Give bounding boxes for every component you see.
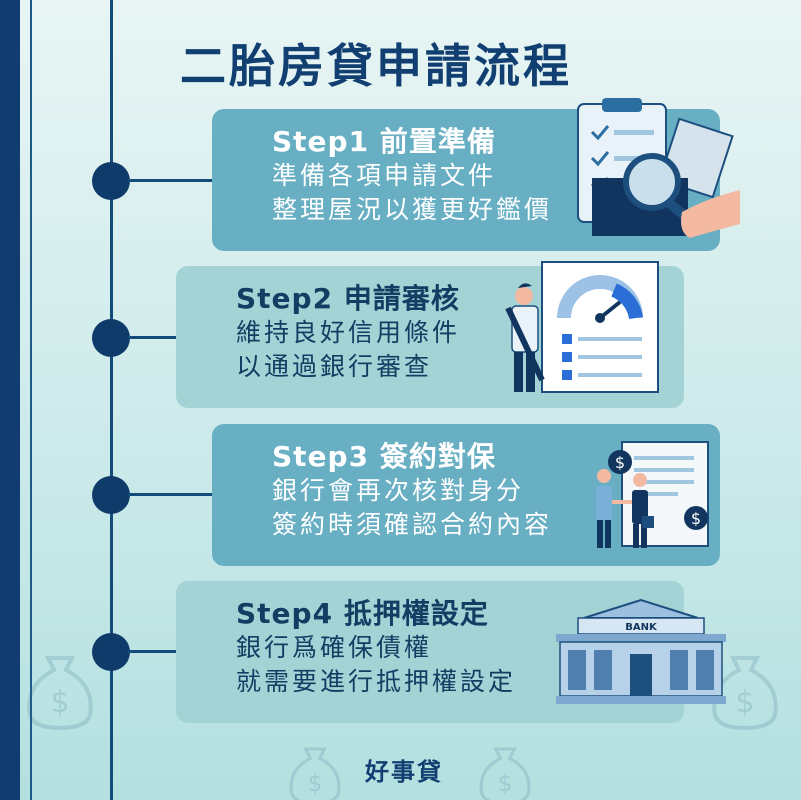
svg-text:$: $	[308, 769, 323, 797]
timeline-line	[110, 0, 113, 800]
svg-text:$: $	[691, 509, 701, 528]
step-line: 銀行會再次核對身分	[272, 476, 525, 505]
timeline-node	[92, 633, 130, 671]
contract-handshake-icon: $ $	[596, 441, 709, 548]
bank-building-icon: BANK	[556, 598, 726, 704]
timeline-node	[92, 319, 130, 357]
timeline-connector	[128, 179, 212, 182]
rail-line	[30, 0, 32, 800]
brand-logo-text: 好事貸	[365, 758, 443, 786]
timeline-node	[92, 162, 130, 200]
step-line: 以通過銀行審查	[236, 352, 433, 381]
step-title: Step3 簽約對保	[272, 440, 496, 473]
step-line: 銀行爲確保債權	[236, 633, 433, 662]
step-line: 就需要進行抵押權設定	[236, 667, 517, 696]
svg-text:$: $	[50, 685, 69, 720]
timeline-node	[92, 476, 130, 514]
timeline-connector	[128, 336, 176, 339]
timeline-connector	[128, 650, 176, 653]
money-bag-icon: $	[27, 656, 93, 730]
money-bag-icon: $	[479, 747, 531, 800]
documents-magnifier-icon	[577, 98, 740, 238]
step-line: 準備各項申請文件	[272, 161, 497, 190]
bank-sign: BANK	[625, 622, 658, 633]
timeline-connector	[128, 493, 212, 496]
svg-text:$: $	[735, 685, 754, 720]
money-bag-icon: $	[289, 747, 341, 800]
svg-text:$: $	[498, 769, 513, 797]
page-title: 二胎房貸申請流程	[180, 39, 572, 93]
step-title: Step2 申請審核	[236, 282, 460, 315]
step-line: 整理屋況以獲更好鑑價	[272, 195, 553, 224]
edge-bar	[0, 0, 20, 800]
step-title: Step4 抵押權設定	[236, 597, 489, 630]
step-line: 簽約時須確認合約內容	[272, 510, 553, 539]
step-title: Step1 前置準備	[272, 125, 496, 158]
step-line: 維持良好信用條件	[236, 318, 461, 347]
credit-check-icon	[505, 261, 659, 393]
svg-text:$: $	[615, 453, 625, 472]
